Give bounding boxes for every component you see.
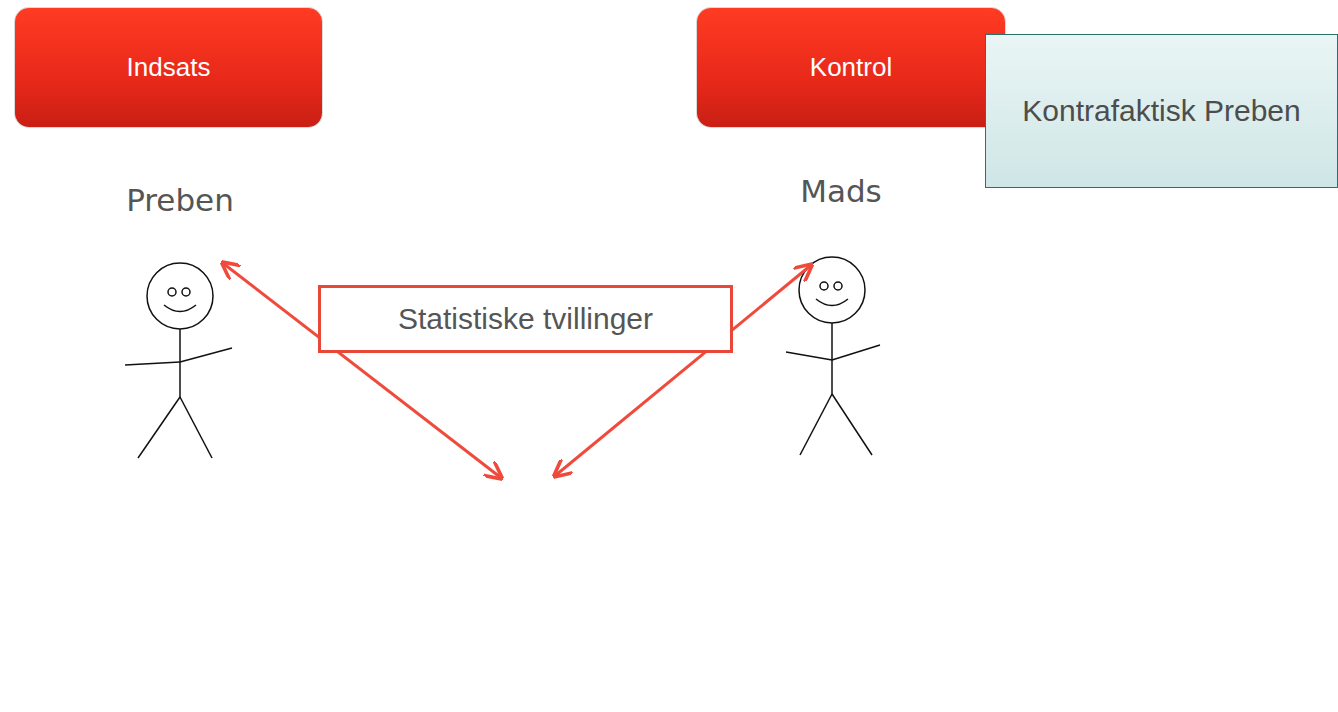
stick-figure [786, 257, 880, 455]
box-text: Kontrol [810, 52, 892, 83]
relation-box: Statistiske tvillinger [318, 285, 733, 353]
person-name: Preben [126, 182, 234, 218]
person-name: Mads [800, 173, 882, 209]
box-text: Indsats [127, 52, 211, 83]
note-box: Kontrafaktisk Preben [985, 34, 1338, 188]
box-text: Statistiske tvillinger [398, 302, 653, 336]
stick-figure [125, 263, 232, 458]
box-text: Kontrafaktisk Preben [1022, 93, 1300, 129]
group-box: Indsats [15, 8, 322, 127]
group-box: Kontrol [697, 8, 1005, 127]
